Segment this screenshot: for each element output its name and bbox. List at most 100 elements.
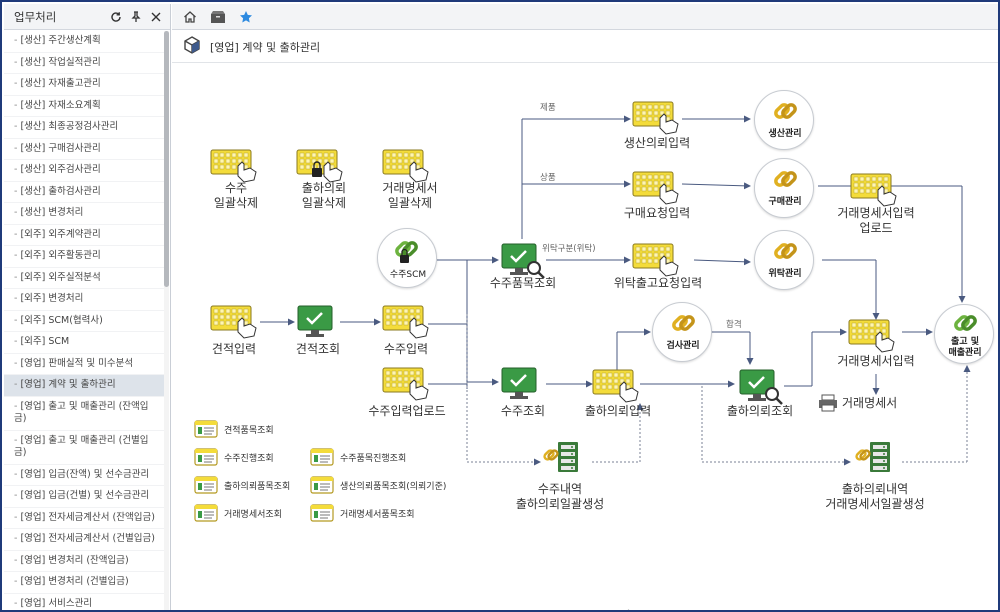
- home-icon[interactable]: [178, 6, 202, 28]
- sidebar-scrollbar[interactable]: [164, 31, 169, 610]
- bulk-delete-ship-request-label: 출하의뢰 일괄삭제: [301, 181, 347, 210]
- sidebar-item[interactable]: -[생산] 자재소요계획: [4, 96, 164, 117]
- legend-ship-request-item-view[interactable]: 출하의뢰품목조회: [194, 476, 290, 494]
- statement-input-node[interactable]: [848, 318, 898, 354]
- estimate-input-node[interactable]: [210, 304, 260, 340]
- legend-statement-view[interactable]: 거래명세서조회: [194, 504, 282, 522]
- sidebar-header: 업무처리: [4, 4, 170, 30]
- pin-icon[interactable]: [128, 9, 144, 25]
- sidebar-item[interactable]: -[외주] SCM(협력사): [4, 311, 164, 332]
- document-list-icon: [194, 448, 218, 466]
- purchase-mgmt-node[interactable]: 구매관리: [754, 158, 814, 218]
- order-view-node[interactable]: [500, 366, 546, 406]
- sidebar-item[interactable]: -[생산] 작업실적관리: [4, 53, 164, 74]
- top-toolbar: [172, 4, 998, 30]
- order-input-node[interactable]: [382, 304, 432, 340]
- consign-mgmt-node[interactable]: 위탁관리: [754, 230, 814, 290]
- monitor-search-icon: [501, 243, 545, 279]
- sidebar-item[interactable]: -[생산] 변경처리: [4, 203, 164, 225]
- sidebar-item[interactable]: -[영업] 서비스관리: [4, 594, 164, 611]
- sidebar-item[interactable]: -[영업] 변경처리 (잔액입금): [4, 551, 164, 572]
- sidebar-item[interactable]: -[생산] 자재출고관리: [4, 74, 164, 96]
- legend-statement-item-view[interactable]: 거래명세서품목조회: [310, 504, 415, 522]
- menu-bullet: -: [14, 271, 18, 283]
- bulk-delete-order-node[interactable]: [210, 146, 270, 216]
- menu-bullet: -: [14, 185, 18, 197]
- sidebar-item-label: [영업] 전자세금계산서 (잔액입금): [20, 511, 155, 523]
- estimate-view-node[interactable]: [296, 304, 340, 344]
- order-upload-node[interactable]: [382, 366, 432, 402]
- sidebar-item[interactable]: -[외주] 외주활동관리: [4, 246, 164, 268]
- inspection-mgmt-label: 검사관리: [666, 341, 700, 351]
- release-sales-mgmt-node[interactable]: 출고 및 매출관리: [934, 304, 994, 364]
- statement-bulk-create-node[interactable]: [854, 440, 894, 476]
- sidebar-item[interactable]: -[외주] 외주계약관리: [4, 225, 164, 246]
- sidebar-item[interactable]: -[생산] 출하검사관리: [4, 182, 164, 203]
- bulk-delete-ship-request-node[interactable]: [296, 146, 356, 216]
- sidebar-item-label: [생산] 구매검사관리: [20, 142, 101, 154]
- sidebar-item-label: [생산] 출하검사관리: [20, 185, 101, 197]
- sidebar-item[interactable]: -[영업] 전자세금계산서 (건별입금): [4, 529, 164, 551]
- order-item-view-node[interactable]: [500, 242, 546, 282]
- production-mgmt-node[interactable]: 생산관리: [754, 90, 814, 150]
- menu-bullet: -: [14, 35, 18, 46]
- keyboard-hand-icon: [210, 305, 257, 339]
- menu-bullet: -: [14, 336, 18, 347]
- sidebar-item[interactable]: -[외주] SCM: [4, 332, 164, 354]
- bulk-delete-statement-node[interactable]: [382, 146, 442, 216]
- sidebar-item[interactable]: -[영업] 전자세금계산서 (잔액입금): [4, 508, 164, 529]
- release-sales-mgmt-label: 출고 및 매출관리: [948, 337, 982, 358]
- menu-bullet: -: [14, 56, 18, 68]
- edge-label-goods: 상품: [540, 173, 556, 183]
- sidebar-item[interactable]: -[영업] 판매실적 및 미수분석: [4, 354, 164, 375]
- legend-order-item-progress-view[interactable]: 수주품목진행조회: [310, 448, 406, 466]
- menu-bullet: -: [14, 597, 18, 609]
- refresh-icon[interactable]: [108, 9, 124, 25]
- legend-order-progress-view[interactable]: 수주진행조회: [194, 448, 274, 466]
- statement-upload-node[interactable]: [850, 172, 900, 208]
- statement-print-node[interactable]: 거래명세서: [818, 394, 938, 414]
- sidebar-item[interactable]: -[외주] 변경처리: [4, 289, 164, 311]
- close-icon[interactable]: [148, 9, 164, 25]
- scm-order-node[interactable]: 수주SCM: [377, 228, 437, 288]
- ship-request-input-node[interactable]: [592, 368, 642, 404]
- order-history-bulk-create-node[interactable]: [542, 440, 582, 476]
- statement-bulk-create-label: 출하의뢰내역 거래명세서일괄생성: [825, 482, 925, 511]
- document-list-icon: [310, 448, 334, 466]
- sidebar-item[interactable]: -[생산] 구매검사관리: [4, 139, 164, 160]
- legend-estimate-item-view[interactable]: 견적품목조회: [194, 420, 274, 438]
- sidebar-item[interactable]: -[생산] 외주검사관리: [4, 160, 164, 182]
- sidebar-item[interactable]: -[영업] 입금(건별) 및 선수금관리: [4, 486, 164, 508]
- consign-release-request-input-node[interactable]: [632, 242, 682, 278]
- collapse-arrow-icon[interactable]: ︿: [624, 605, 634, 612]
- sidebar-item-label: [외주] 외주계약관리: [20, 228, 101, 240]
- production-request-input-node[interactable]: [632, 100, 682, 136]
- order-view-label: 수주조회: [500, 404, 546, 418]
- chain-link-icon: [774, 243, 797, 259]
- diagram-connectors: [260, 115, 971, 466]
- sidebar-item[interactable]: -[외주] 외주실적분석: [4, 268, 164, 289]
- menu-bullet: -: [14, 400, 18, 412]
- sidebar-item[interactable]: -[영업] 출고 및 매출관리 (건별입금): [4, 431, 164, 465]
- legend-production-request-item-view[interactable]: 생산의뢰품목조회(의뢰기준): [310, 476, 446, 494]
- inspection-mgmt-node[interactable]: 검사관리: [652, 302, 712, 362]
- sidebar-item-label: [생산] 작업실적관리: [20, 56, 101, 68]
- purchase-request-input-node[interactable]: [632, 170, 682, 206]
- ship-request-view-node[interactable]: [738, 368, 784, 408]
- menu-bullet: -: [14, 554, 18, 566]
- ship-request-view-label: 출하의뢰조회: [726, 404, 794, 418]
- scroll-thumb[interactable]: [164, 31, 169, 287]
- sidebar-item[interactable]: -[생산] 최종공정검사관리: [4, 117, 164, 139]
- sidebar-item[interactable]: -[영업] 변경처리 (건별입금): [4, 572, 164, 594]
- sidebar-item[interactable]: -[영업] 출고 및 매출관리 (잔액입금): [4, 397, 164, 431]
- sidebar-item-label: [영업] 출고 및 매출관리 (잔액입금): [14, 400, 149, 425]
- star-icon[interactable]: [234, 6, 258, 28]
- sidebar-item[interactable]: -[영업] 입금(잔액) 및 선수금관리: [4, 465, 164, 486]
- sidebar-item-label: [생산] 자재소요계획: [20, 99, 101, 111]
- legend-label: 거래명세서품목조회: [340, 509, 415, 520]
- sidebar-item[interactable]: -[영업] 계약 및 출하관리: [4, 375, 164, 397]
- sidebar-item[interactable]: -[생산] 주간생산계획: [4, 31, 164, 53]
- box-icon[interactable]: [206, 6, 230, 28]
- legend-label: 수주진행조회: [224, 453, 274, 464]
- document-list-icon: [194, 420, 218, 438]
